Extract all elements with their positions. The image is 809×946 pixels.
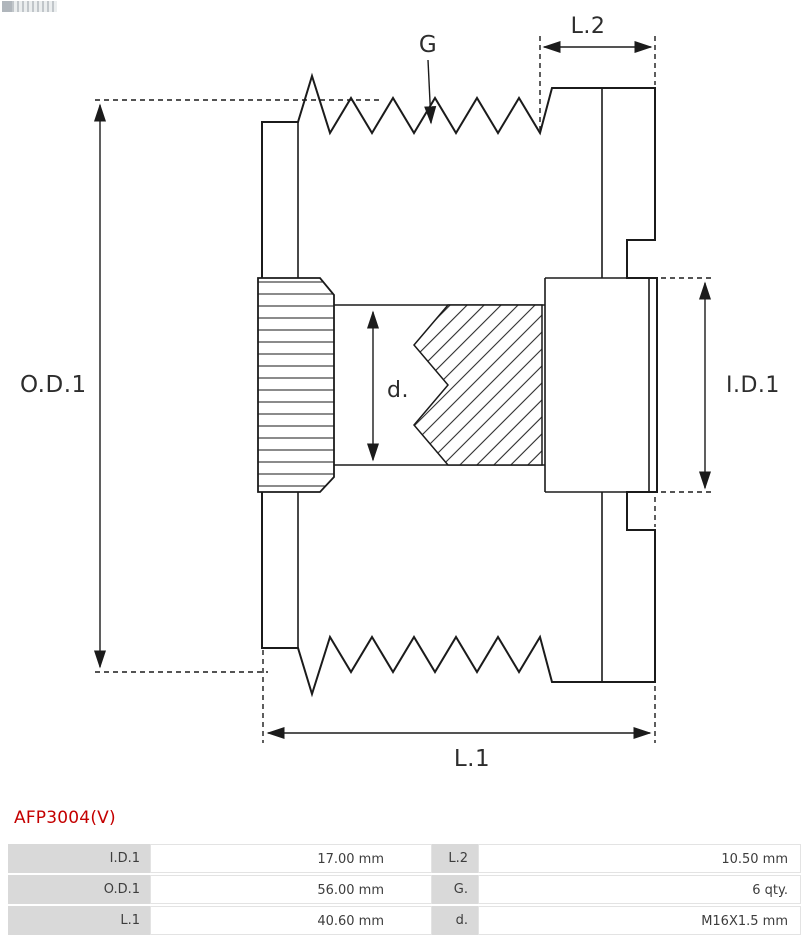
dim-label-g: G bbox=[419, 32, 437, 58]
dim-label-l1: L.1 bbox=[454, 746, 490, 772]
spec-label: L.2 bbox=[432, 844, 478, 873]
spec-value: 56.00 mm bbox=[150, 875, 432, 904]
spec-value: 10.50 mm bbox=[478, 844, 801, 873]
spec-value: M16X1.5 mm bbox=[478, 906, 801, 935]
spec-value: 40.60 mm bbox=[150, 906, 432, 935]
pulley-internal-lines bbox=[297, 88, 650, 682]
spec-row: I.D.1 17.00 mm L.2 10.50 mm bbox=[8, 844, 801, 873]
spec-row: L.1 40.60 mm d. M16X1.5 mm bbox=[8, 906, 801, 935]
spec-table: I.D.1 17.00 mm L.2 10.50 mm O.D.1 56.00 … bbox=[8, 844, 801, 937]
spec-label: G. bbox=[432, 875, 478, 904]
spec-label: I.D.1 bbox=[8, 844, 150, 873]
spec-value: 6 qty. bbox=[478, 875, 801, 904]
dim-label-od1: O.D.1 bbox=[20, 372, 87, 398]
dim-label-d: d. bbox=[387, 378, 409, 403]
brand-logo bbox=[2, 1, 57, 12]
part-number-title: AFP3004(V) bbox=[14, 808, 116, 828]
spec-row: O.D.1 56.00 mm G. 6 qty. bbox=[8, 875, 801, 904]
spec-value: 17.00 mm bbox=[150, 844, 432, 873]
thread-hatch bbox=[413, 304, 543, 466]
dim-label-id1: I.D.1 bbox=[726, 373, 780, 398]
hub-knurl bbox=[257, 277, 335, 493]
spec-label: O.D.1 bbox=[8, 875, 150, 904]
pulley-technical-drawing: O.D.1 G L.2 I.D.1 d. L.1 bbox=[20, 14, 780, 772]
spec-label: L.1 bbox=[8, 906, 150, 935]
pulley-body bbox=[257, 72, 658, 698]
dimension-annotations bbox=[93, 36, 713, 743]
spec-label: d. bbox=[432, 906, 478, 935]
dim-label-l2: L.2 bbox=[571, 14, 606, 39]
leader-line-g bbox=[424, 59, 437, 125]
extension-dashed-lines bbox=[95, 36, 713, 743]
